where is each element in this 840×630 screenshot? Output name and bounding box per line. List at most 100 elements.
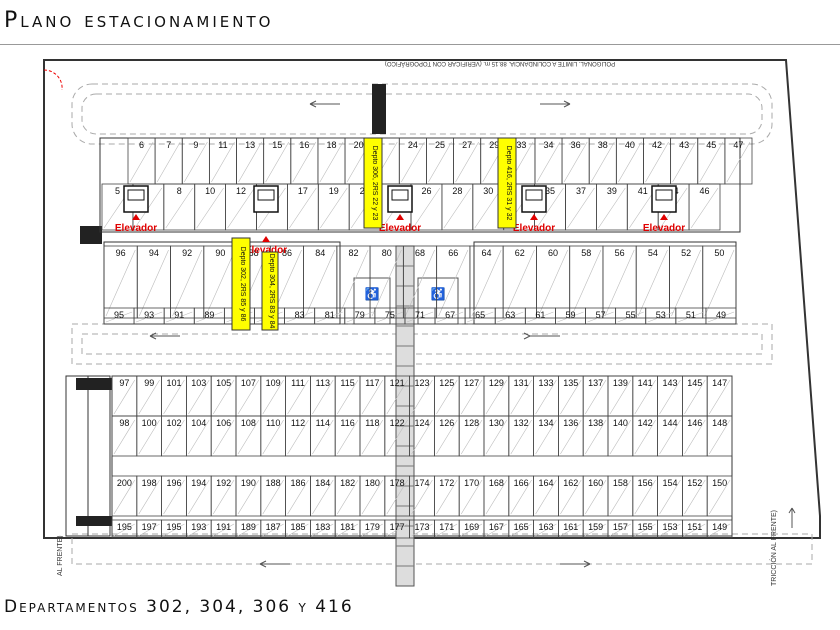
stall-diagonal bbox=[557, 311, 584, 323]
stall-number: 95 bbox=[114, 310, 124, 320]
stall-number: 98 bbox=[119, 418, 129, 428]
top-boundary-note: POLIGONAL. LIMITE A COLINDANCIA. 88.15 m… bbox=[385, 60, 615, 67]
stall-number: 195 bbox=[166, 522, 181, 532]
stall-number: 177 bbox=[390, 522, 405, 532]
stall-diagonal bbox=[467, 311, 494, 323]
stall-diagonal bbox=[237, 419, 260, 455]
stall-diagonal bbox=[319, 141, 344, 183]
stall-diagonal bbox=[438, 249, 469, 317]
stall-diagonal bbox=[504, 249, 535, 317]
stall-diagonal bbox=[699, 141, 724, 183]
elevator-marker-icon bbox=[660, 214, 668, 220]
stall-number: 151 bbox=[687, 522, 702, 532]
stall-diagonal bbox=[163, 379, 185, 415]
stall-number: 12 bbox=[236, 186, 246, 196]
stall-number: 96 bbox=[116, 248, 126, 258]
stall-number: 68 bbox=[415, 248, 425, 258]
stall-diagonal bbox=[262, 419, 284, 455]
elevator-label: Elevador bbox=[643, 223, 685, 234]
stall-number: 171 bbox=[439, 522, 454, 532]
stall-number: 196 bbox=[166, 478, 181, 488]
stall-number: 173 bbox=[414, 522, 429, 532]
stall-diagonal bbox=[172, 249, 203, 317]
stall-number: 178 bbox=[390, 478, 405, 488]
stall-diagonal bbox=[455, 141, 479, 183]
stall-number: 145 bbox=[687, 378, 702, 388]
stall-diagonal bbox=[587, 311, 614, 323]
elevator-marker-icon bbox=[530, 214, 538, 220]
stall-number: 55 bbox=[626, 310, 636, 320]
stall-number: 82 bbox=[348, 248, 358, 258]
stall-diagonal bbox=[598, 187, 626, 229]
stall-diagonal bbox=[510, 379, 532, 415]
stall-number: 128 bbox=[464, 418, 479, 428]
stall-number: 152 bbox=[687, 478, 702, 488]
parking-stall bbox=[706, 519, 733, 539]
stall-number: 46 bbox=[700, 186, 710, 196]
stall-diagonal bbox=[386, 379, 408, 415]
stall-diagonal bbox=[188, 523, 210, 537]
stall-diagonal bbox=[645, 141, 669, 183]
stall-number: 136 bbox=[563, 418, 578, 428]
stall-diagonal bbox=[659, 419, 681, 455]
depto-highlight: Depto 302, 2RS 85 y 86 bbox=[231, 237, 251, 331]
property-boundary bbox=[43, 59, 821, 539]
stall-number: 127 bbox=[464, 378, 479, 388]
stall-number: 124 bbox=[414, 418, 429, 428]
stall-number: 187 bbox=[266, 522, 281, 532]
stall-diagonal bbox=[262, 523, 284, 537]
stall-diagonal bbox=[634, 379, 656, 415]
stall-diagonal bbox=[634, 523, 656, 537]
stall-number: 89 bbox=[204, 310, 214, 320]
stall-number: 63 bbox=[505, 310, 515, 320]
stall-diagonal bbox=[166, 311, 193, 323]
stall-diagonal bbox=[386, 479, 408, 515]
stall-number: 118 bbox=[365, 418, 379, 428]
stall-number: 52 bbox=[681, 248, 691, 258]
stall-number: 41 bbox=[638, 186, 648, 196]
elevator-label: Elevador bbox=[513, 223, 555, 234]
stall-diagonal bbox=[609, 479, 632, 515]
stall-diagonal bbox=[205, 249, 236, 317]
stall-number: 66 bbox=[448, 248, 458, 258]
stall-diagonal bbox=[312, 479, 334, 515]
stall-diagonal bbox=[135, 311, 163, 323]
stall-diagonal bbox=[671, 249, 702, 317]
left-side-note: AL FRENTE) bbox=[57, 535, 64, 576]
stall-number: 164 bbox=[538, 478, 553, 488]
stall-number: 112 bbox=[291, 418, 305, 428]
stall-diagonal bbox=[571, 249, 602, 317]
stall-diagonal bbox=[386, 523, 408, 537]
stall-diagonal bbox=[265, 141, 290, 183]
stall-number: 83 bbox=[295, 310, 305, 320]
stall-number: 86 bbox=[282, 248, 292, 258]
right-side-note: TRICCIÓN AL FRENTE) bbox=[769, 510, 778, 586]
stall-diagonal bbox=[411, 419, 433, 455]
elevator-marker-icon bbox=[396, 214, 404, 220]
elevator-core: Elevador bbox=[245, 185, 287, 256]
elevator-core: Elevador bbox=[513, 185, 555, 234]
depto-label: Depto 302, 2RS 85 y 86 bbox=[239, 247, 246, 322]
stall-diagonal bbox=[346, 311, 373, 323]
stall-number: 10 bbox=[205, 186, 215, 196]
stall-diagonal bbox=[485, 523, 507, 537]
parking-stall bbox=[706, 415, 733, 457]
stall-number: 47 bbox=[733, 140, 743, 150]
stall-diagonal bbox=[659, 479, 681, 515]
stall-diagonal bbox=[212, 479, 235, 515]
stall-diagonal bbox=[704, 249, 735, 317]
stall-diagonal bbox=[212, 379, 235, 415]
stall-diagonal bbox=[684, 479, 706, 515]
stall-number: 137 bbox=[588, 378, 603, 388]
stall-diagonal bbox=[287, 419, 309, 455]
stall-diagonal bbox=[708, 379, 731, 415]
stall-number: 130 bbox=[489, 418, 504, 428]
stall-number: 19 bbox=[329, 186, 339, 196]
stall-diagonal bbox=[609, 419, 632, 455]
stall-diagonal bbox=[411, 379, 433, 415]
stall-number: 84 bbox=[315, 248, 325, 258]
stall-diagonal bbox=[361, 479, 384, 515]
stall-diagonal bbox=[337, 523, 359, 537]
stall-diagonal bbox=[312, 379, 334, 415]
